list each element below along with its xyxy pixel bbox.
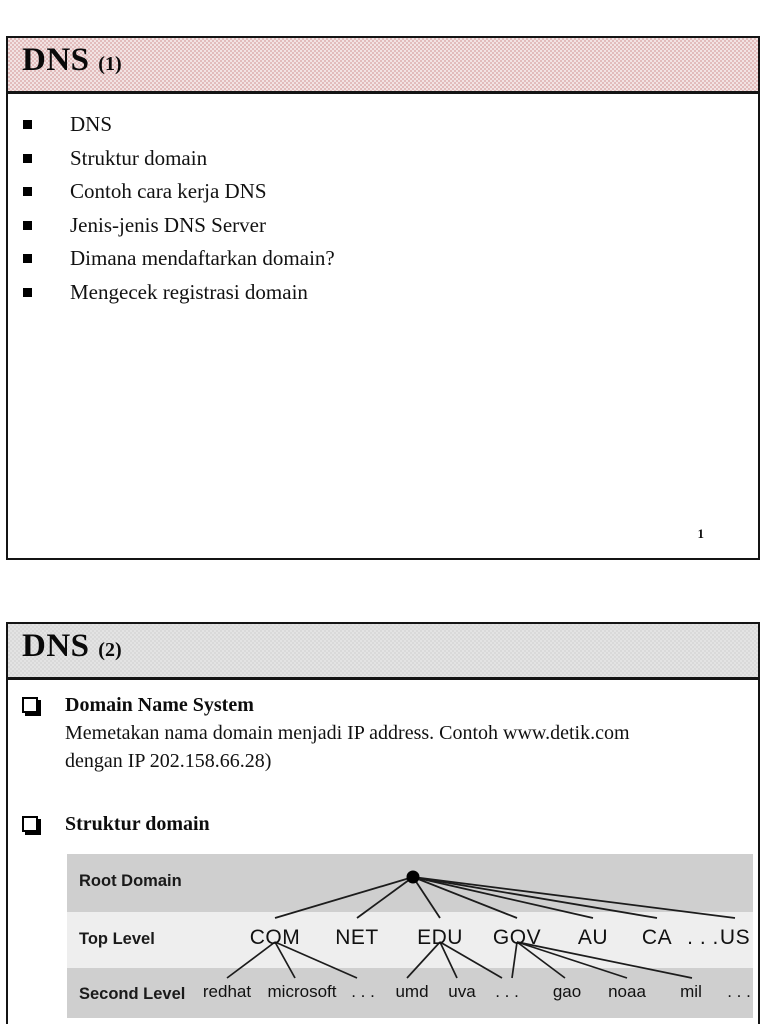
tld-node-net: NET — [335, 926, 379, 949]
row-label-second-level: Second Level — [79, 985, 186, 1003]
band-second-level — [67, 968, 753, 1018]
slide-2-title: DNS (2) — [22, 628, 122, 665]
square-bullet-icon — [23, 120, 32, 129]
slide-1-title-number: (1) — [98, 53, 122, 75]
sld-node-umd: umd — [395, 982, 429, 1001]
block-domain-name-system: Domain Name System — [8, 692, 758, 719]
slide-2: DNS (2) Domain Name System Memetakan nam… — [6, 622, 760, 1024]
list-item: Struktur domain — [8, 142, 758, 176]
row-label-top-level: Top Level — [79, 930, 155, 948]
hollow-square-bullet-icon — [22, 697, 38, 713]
list-item-label: Contoh cara kerja DNS — [70, 179, 267, 203]
block-heading: Struktur domain — [65, 813, 210, 835]
slide-1-title-text: DNS — [22, 42, 90, 78]
square-bullet-icon — [23, 254, 32, 263]
sld-node-noaa: noaa — [608, 982, 646, 1001]
square-bullet-icon — [23, 187, 32, 196]
square-bullet-icon — [23, 220, 32, 230]
block-paragraph: Memetakan nama domain menjadi IP address… — [65, 722, 630, 772]
sld-node-ellipsis-3: . . . — [727, 982, 751, 1001]
slide-1-title: DNS (1) — [22, 42, 122, 79]
list-item-label: Dimana mendaftarkan domain? — [70, 246, 335, 270]
list-item-label: Struktur domain — [70, 145, 208, 170]
list-item: Dimana mendaftarkan domain? — [8, 242, 758, 276]
slide-2-header: DNS (2) — [8, 624, 758, 680]
tree-edges — [226, 876, 736, 979]
sld-node-microsoft: microsoft — [267, 982, 337, 1001]
sld-node-gao: gao — [552, 982, 582, 1001]
tld-node-ca: CA — [641, 926, 673, 949]
list-item-label: Jenis-jenis DNS Server — [70, 212, 266, 237]
spacer — [8, 775, 758, 811]
slide-1-bullet-list: DNS Struktur domain Contoh cara kerja DN… — [8, 94, 758, 309]
sld-node-mil: mil — [680, 982, 702, 1001]
list-item: Contoh cara kerja DNS — [8, 175, 758, 209]
slide-1-header: DNS (1) — [8, 38, 758, 94]
list-item: Mengecek registrasi domain — [8, 276, 758, 310]
tld-node-au: AU — [577, 926, 609, 949]
band-top-level — [67, 912, 753, 968]
tld-node-edu: EDU — [417, 926, 463, 949]
slide-2-title-number: (2) — [98, 639, 122, 661]
sld-node-uva: uva — [448, 982, 476, 1001]
list-item: Jenis-jenis DNS Server — [8, 209, 758, 243]
sld-node-ellipsis-2: . . . — [495, 982, 519, 1001]
tld-node-com: COM — [249, 926, 301, 949]
slide-2-title-text: DNS — [22, 628, 90, 664]
sld-node-redhat: redhat — [202, 982, 252, 1001]
list-item-label: DNS — [70, 112, 113, 136]
domain-tree-diagram: Root Domain Top Level Second Level COM N… — [67, 854, 753, 1018]
list-item: DNS — [8, 108, 758, 142]
root-node-icon — [406, 870, 420, 884]
square-bullet-icon — [23, 153, 32, 163]
block-heading: Domain Name System — [65, 694, 254, 716]
hollow-square-bullet-icon — [22, 816, 38, 832]
row-label-root-domain: Root Domain — [79, 872, 182, 890]
slide-1: DNS (1) DNS Struktur domain Contoh cara … — [6, 36, 760, 560]
tld-node-ellipsis: . . . — [687, 926, 719, 949]
square-bullet-icon — [23, 287, 32, 297]
tld-node-gov: GOV — [492, 926, 542, 949]
tld-node-us: US — [719, 926, 751, 949]
slide-1-page-number: 1 — [697, 526, 705, 541]
list-item-label: Mengecek registrasi domain — [70, 279, 308, 304]
sld-node-ellipsis-1: . . . — [351, 982, 375, 1001]
block-struktur-domain: Struktur domain — [8, 811, 758, 838]
slide-2-body: Domain Name System Memetakan nama domain… — [8, 680, 758, 1018]
